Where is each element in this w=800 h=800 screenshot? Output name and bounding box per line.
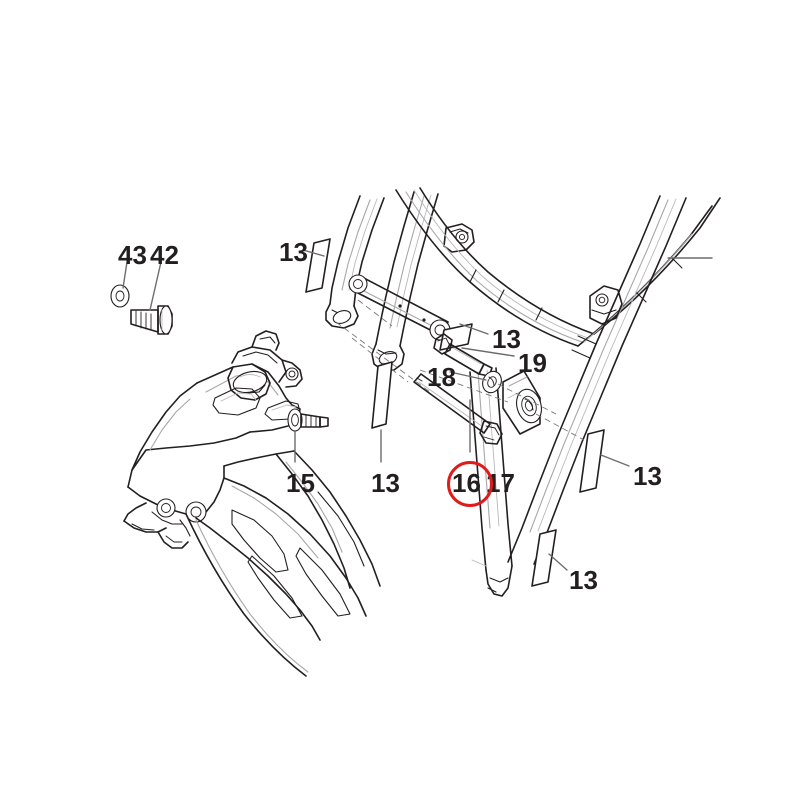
leader-42 [149, 261, 162, 311]
rear-down-tube [469, 195, 687, 597]
leader-18 [449, 371, 487, 381]
assembly-axis-a [419, 369, 509, 403]
frame-main-casting [123, 330, 381, 677]
callout-19[interactable]: 19 [518, 348, 547, 378]
pad-13-b [439, 323, 473, 351]
bolt-15 [287, 408, 329, 432]
callout-15[interactable]: 15 [286, 468, 315, 498]
callout-18[interactable]: 18 [427, 362, 456, 392]
assembly-axis-b [497, 383, 557, 415]
pad-13-c [371, 361, 393, 429]
upper-curved-tube [395, 187, 721, 347]
callout-17[interactable]: 17 [486, 468, 515, 498]
bolt-42 [130, 305, 173, 335]
leader-43 [122, 261, 128, 289]
leader-13-e [548, 553, 568, 571]
protective-pads [305, 238, 605, 587]
callout-43[interactable]: 43 [118, 240, 147, 270]
callout-13-bottom[interactable]: 13 [569, 565, 598, 595]
callout-13-right[interactable]: 13 [633, 461, 662, 491]
leader-13-d [600, 454, 630, 467]
callout-13-mid[interactable]: 13 [492, 324, 521, 354]
leader-13-a [302, 249, 325, 257]
callout-16[interactable]: 16 [452, 468, 481, 498]
washer-43 [110, 284, 130, 308]
leader-13-b [459, 323, 489, 335]
pad-13-e [531, 529, 557, 587]
through-bolt-16 [413, 373, 503, 445]
leader-19 [461, 347, 515, 357]
pad-13-a [305, 238, 331, 293]
callout-13-lower-left[interactable]: 13 [371, 468, 400, 498]
assembly-axis-c [535, 413, 585, 441]
pad-13-d [579, 429, 605, 493]
subframe-rails [325, 191, 475, 393]
callout-13-top[interactable]: 13 [279, 237, 308, 267]
bushing-17 [502, 370, 543, 435]
callout-42[interactable]: 42 [150, 240, 179, 270]
leader-lines [122, 249, 713, 571]
washer-18 [482, 370, 502, 394]
